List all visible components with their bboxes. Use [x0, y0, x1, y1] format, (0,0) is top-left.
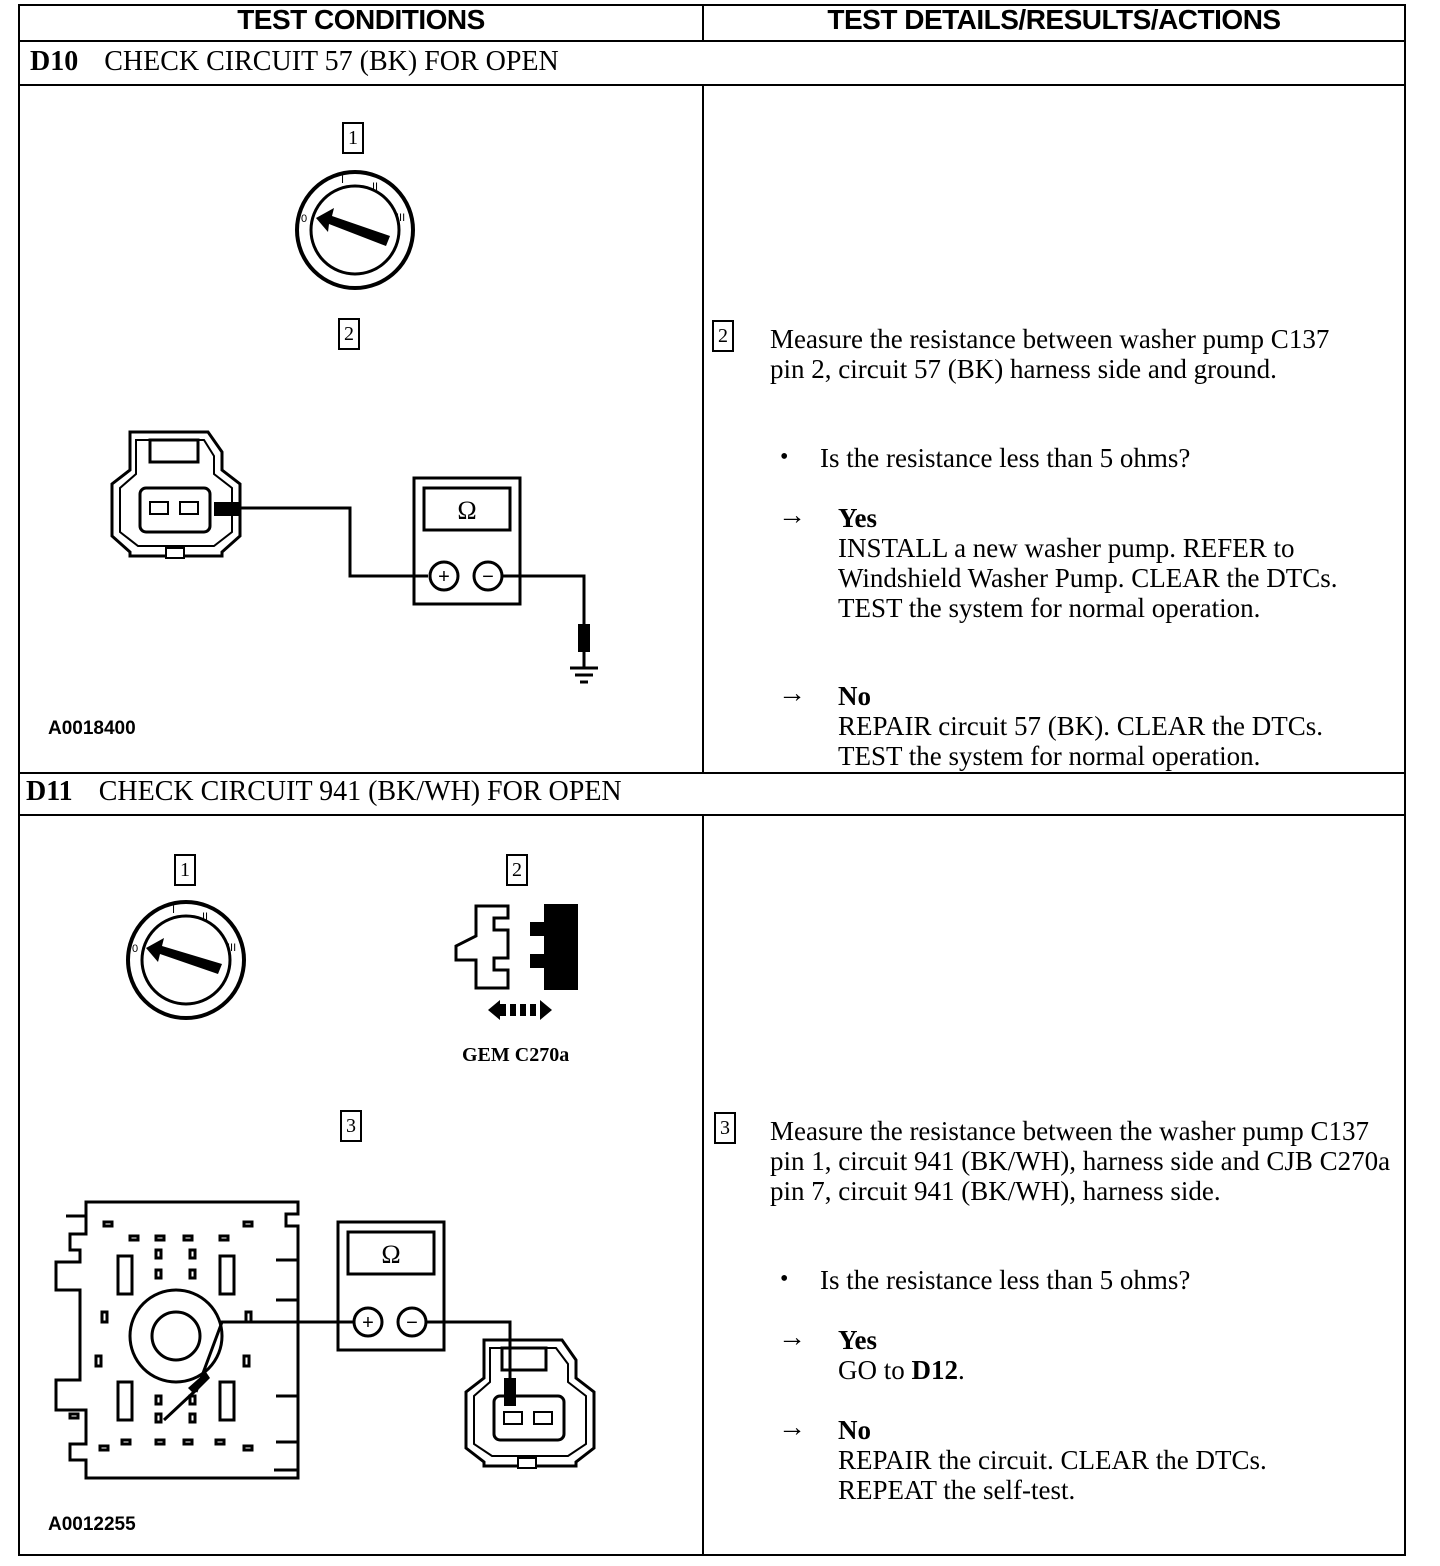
d11-yes-label: Yes — [838, 1325, 877, 1355]
connector-icon — [110, 430, 242, 559]
d10-question: Is the resistance less than 5 ohms? — [820, 443, 1191, 473]
d11-title-divider — [18, 814, 1406, 816]
d11-meter-plus: + — [362, 1312, 374, 1334]
multimeter-icon: Ω + − — [336, 1220, 446, 1352]
svg-text:I: I — [172, 904, 175, 916]
d11-no-action: REPAIR the circuit. CLEAR the DTCs. REPE… — [838, 1445, 1267, 1505]
d10-no-arrow: → — [778, 678, 806, 709]
ground-icon — [570, 666, 598, 684]
ignition-switch-icon: 0 I II III — [126, 900, 246, 1020]
svg-text:III: III — [396, 212, 405, 224]
d10-figure-id: A0018400 — [48, 718, 136, 739]
d11-meter-minus: − — [406, 1312, 418, 1334]
d11-meter-symbol: Ω — [381, 1240, 400, 1269]
d10-yes-action: INSTALL a new washer pump. REFER to Wind… — [838, 533, 1338, 623]
d11-yes-action-prefix: GO to — [838, 1355, 912, 1385]
d10-title-divider — [18, 84, 1406, 86]
d11-step-title: CHECK CIRCUIT 941 (BK/WH) FOR OPEN — [98, 776, 622, 807]
table-frame — [18, 4, 1406, 1556]
connector-icon — [464, 1338, 596, 1469]
d11-title-top-divider — [18, 772, 1406, 774]
ignition-switch-icon: 0 I II III — [295, 170, 415, 290]
d11-instruction: Measure the resistance between the washe… — [770, 1116, 1391, 1206]
d11-no-label: No — [838, 1415, 871, 1445]
d11-fig-step-3: 3 — [340, 1110, 362, 1142]
d10-step-title: CHECK CIRCUIT 57 (BK) FOR OPEN — [104, 46, 559, 77]
d11-step-heading: D11 CHECK CIRCUIT 941 (BK/WH) FOR OPEN — [26, 776, 622, 808]
d10-no-action: REPAIR circuit 57 (BK). CLEAR the DTCs. … — [838, 711, 1323, 771]
d10-detail-step-number: 2 — [712, 320, 734, 352]
d10-yes-label: Yes — [838, 503, 877, 533]
svg-text:0: 0 — [132, 943, 138, 955]
d10-yes-arrow: → — [778, 500, 806, 531]
svg-text:II: II — [202, 911, 208, 923]
multimeter-icon: Ω + − — [412, 476, 522, 606]
d11-column-divider — [702, 814, 704, 1556]
d11-yes-arrow: → — [778, 1322, 806, 1353]
d11-fig-step-1: 1 — [174, 854, 196, 886]
d11-bullet: • — [780, 1266, 789, 1292]
d10-meter-plus: + — [438, 566, 450, 588]
d10-step-id: D10 — [30, 46, 79, 77]
d11-yes-action: GO to D12. — [838, 1355, 1386, 1385]
d10-fig-step-2: 2 — [338, 318, 360, 350]
d10-meter-symbol: Ω — [457, 496, 476, 525]
svg-text:0: 0 — [301, 213, 307, 225]
d11-yes-action-suffix: . — [958, 1355, 965, 1385]
disconnect-connector-icon — [454, 904, 578, 1020]
junction-box-icon — [54, 1200, 300, 1480]
header-test-conditions: TEST CONDITIONS — [237, 4, 485, 35]
d11-no-arrow: → — [778, 1412, 806, 1443]
svg-text:II: II — [372, 181, 378, 193]
d11-step-id: D11 — [26, 776, 73, 807]
header-test-details: TEST DETAILS/RESULTS/ACTIONS — [827, 4, 1281, 35]
svg-text:III: III — [227, 942, 236, 954]
d10-column-divider — [702, 84, 704, 772]
d11-connector-label: GEM C270a — [462, 1044, 570, 1066]
d11-question: Is the resistance less than 5 ohms? — [820, 1265, 1191, 1295]
d11-fig-step-2: 2 — [506, 854, 528, 886]
d10-meter-minus: − — [482, 566, 494, 588]
d10-fig-step-1: 1 — [342, 122, 364, 154]
d10-no-label: No — [838, 681, 871, 711]
header-divider — [18, 40, 1406, 42]
svg-text:I: I — [341, 174, 344, 186]
d10-instruction: Measure the resistance between washer pu… — [770, 324, 1330, 384]
d11-yes-action-target[interactable]: D12 — [911, 1355, 959, 1385]
header-column-divider — [702, 4, 704, 40]
d11-detail-step-number: 3 — [714, 1112, 736, 1144]
d10-bullet: • — [780, 444, 789, 470]
d10-step-heading: D10 CHECK CIRCUIT 57 (BK) FOR OPEN — [30, 46, 559, 78]
d11-figure-id: A0012255 — [48, 1514, 136, 1535]
